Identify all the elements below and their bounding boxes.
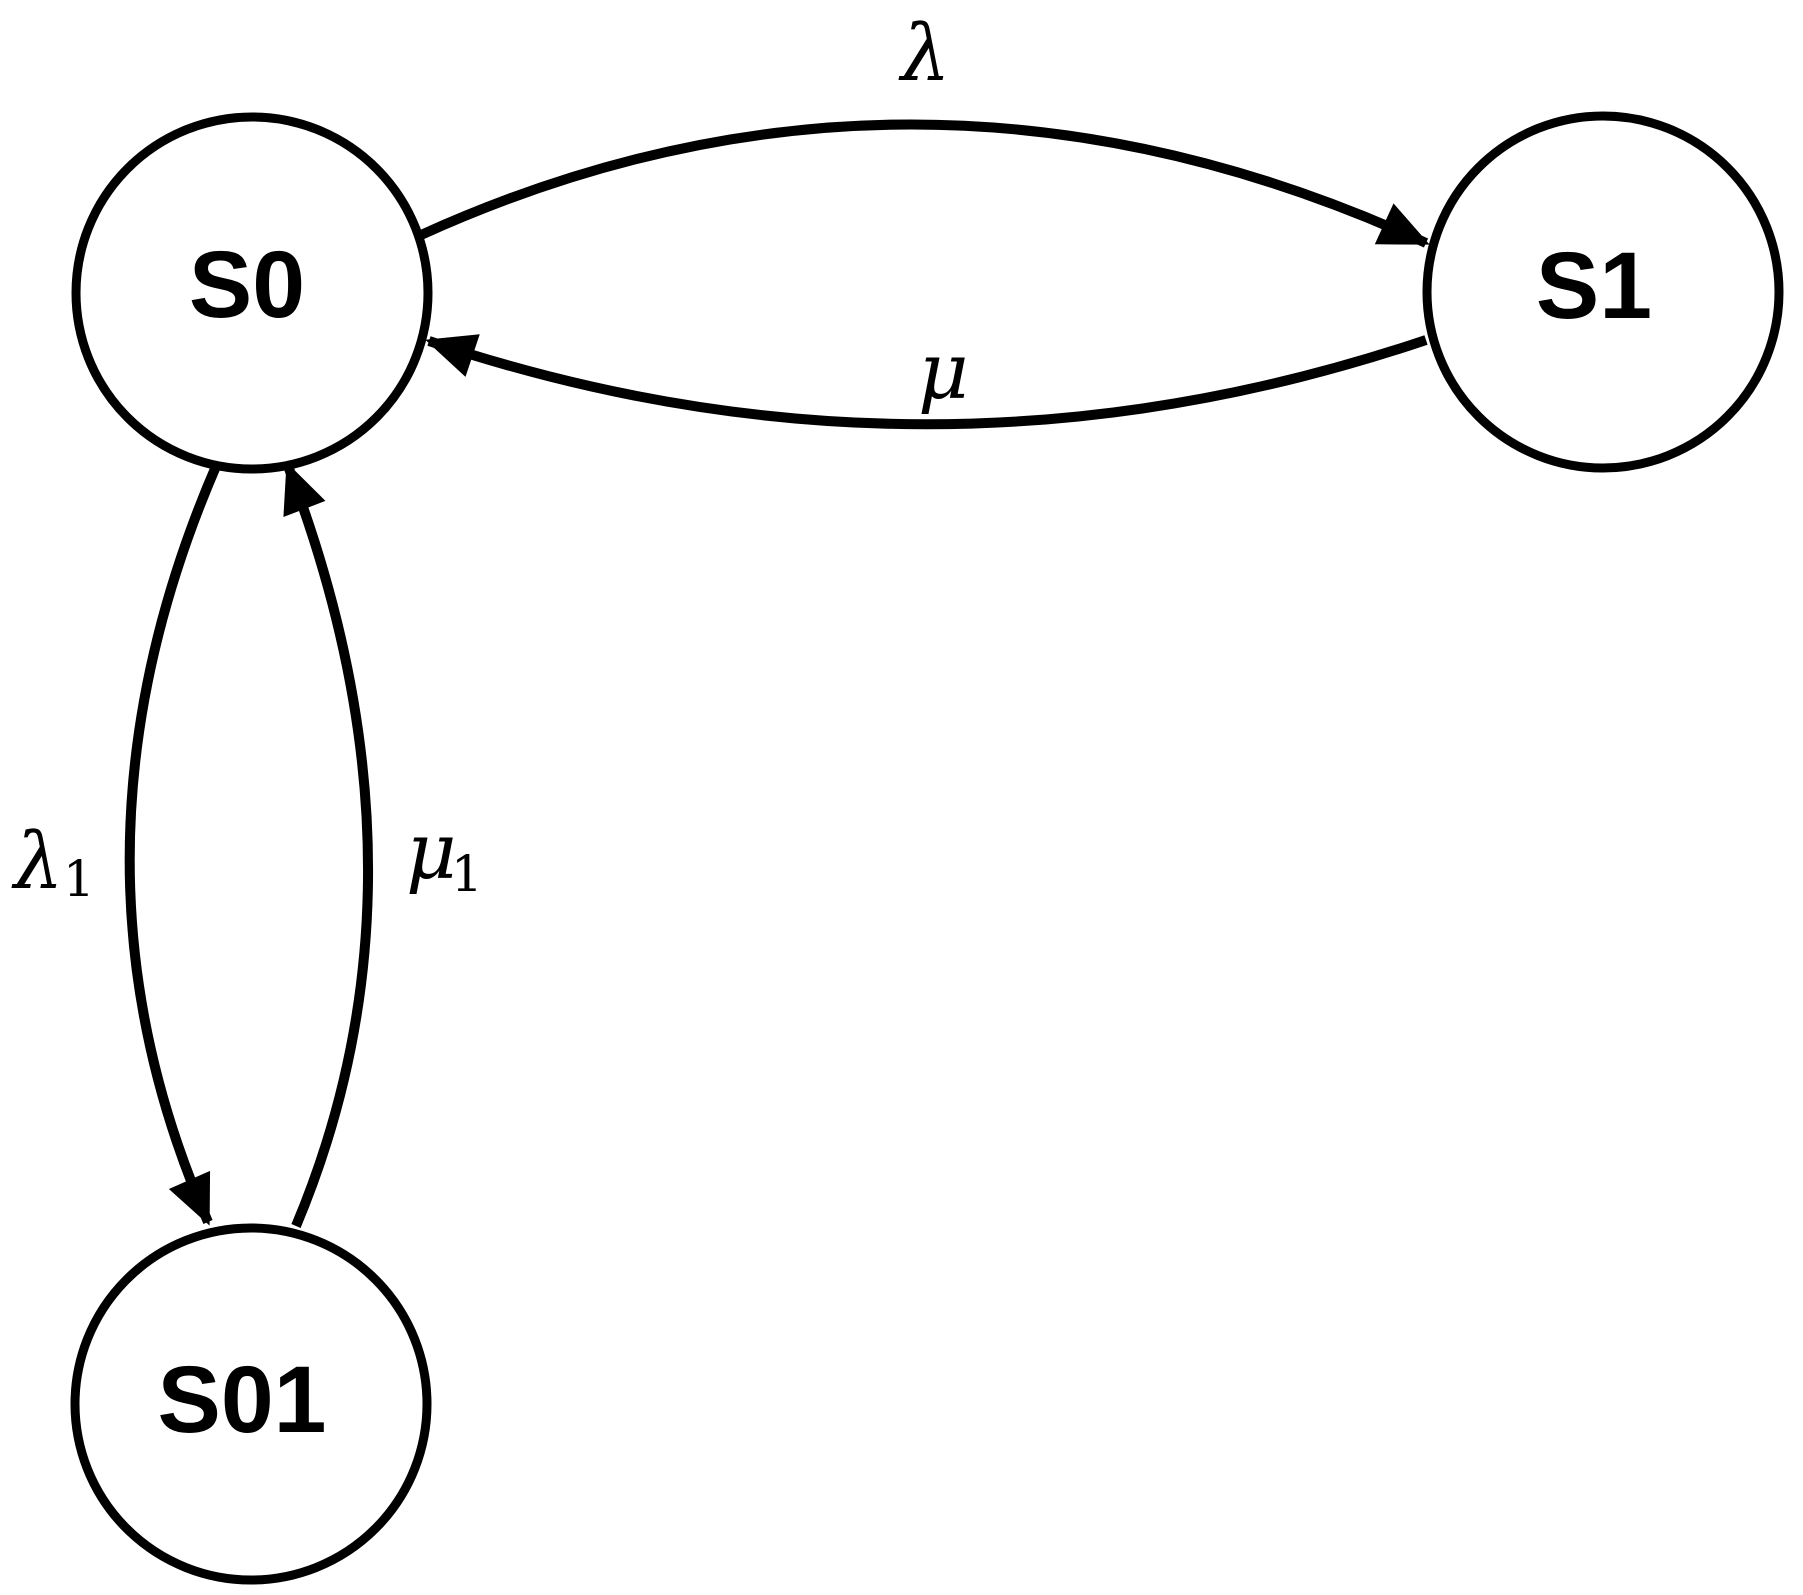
transition-arrow-s0-to-s01 xyxy=(124,462,222,1226)
state-label-s01: S01 xyxy=(157,1347,326,1453)
transition-arrow-s01-to-s0 xyxy=(283,462,374,1228)
state-label-s1: S1 xyxy=(1536,233,1652,339)
state-node-s01 xyxy=(70,1223,432,1585)
state-node-s1 xyxy=(1422,111,1784,473)
edge-label-mu1-subscript: 1 xyxy=(451,845,483,903)
state-node-s0 xyxy=(71,112,433,474)
state-label-s0: S0 xyxy=(189,232,305,338)
edge-label-lambda1-base: λ xyxy=(11,817,63,907)
edge-label-mu1: μ 1 xyxy=(406,807,483,903)
transition-arrow-s1-to-s0 xyxy=(425,334,1428,430)
transition-arrow-s0-to-s1 xyxy=(418,119,1430,248)
edge-label-lambda: λ xyxy=(898,9,950,99)
edge-label-lambda1-subscript: 1 xyxy=(63,850,95,908)
edge-label-mu: μ xyxy=(918,327,969,417)
edge-label-mu1-base: μ xyxy=(406,807,457,897)
edge-label-lambda1: λ 1 xyxy=(11,817,95,908)
